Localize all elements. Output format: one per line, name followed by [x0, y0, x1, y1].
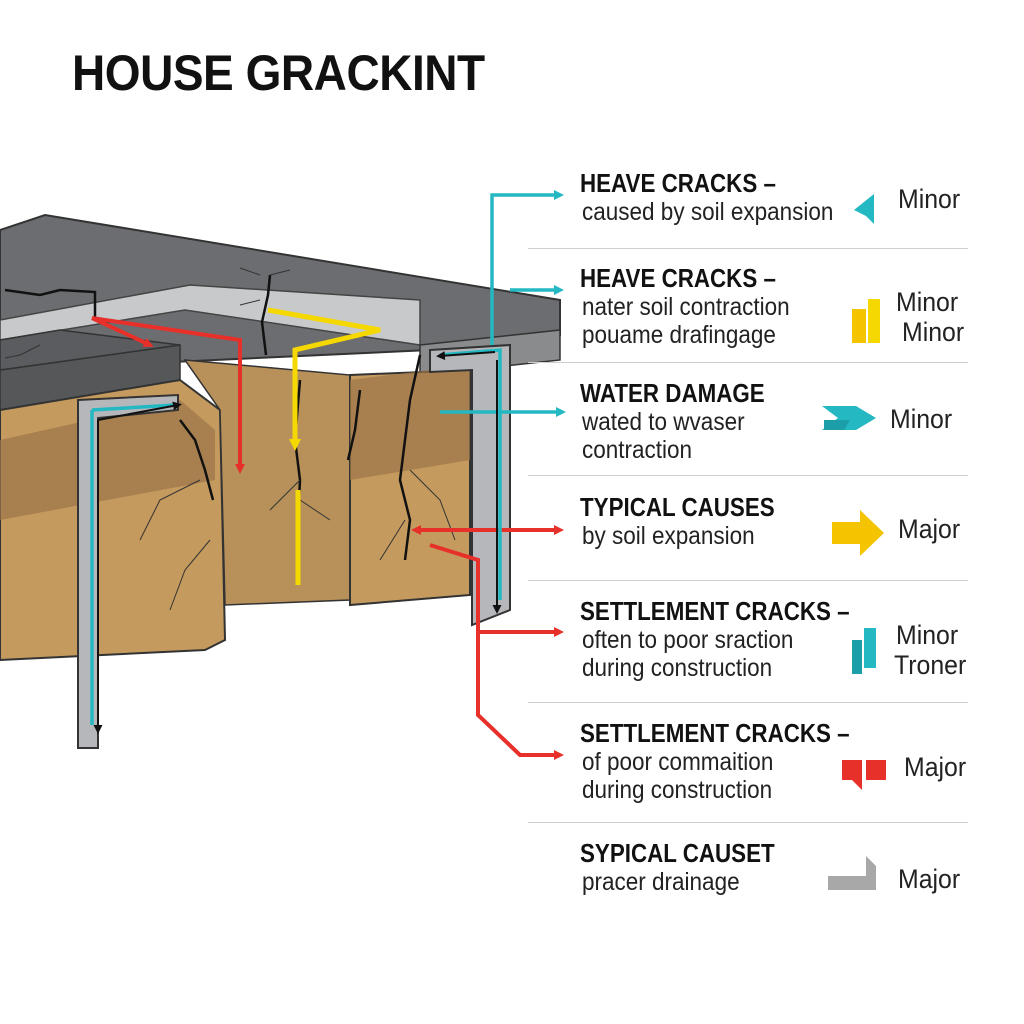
hairline-cracks — [4, 267, 456, 611]
legend-row-heave-expansion: HEAVE CRACKS – caused by soil expansion … — [528, 168, 968, 238]
severity-label: Minor — [896, 287, 959, 317]
footing-right — [429, 343, 511, 627]
legend-row-poor-drainage: SYPICAL CAUSET pracer drainage Major — [528, 838, 968, 918]
legend-row-settlement-poor-compaction: SETTLEMENT CRACKS – often to poor sracti… — [528, 596, 968, 696]
legend-row-title: SETTLEMENT CRACKS – — [580, 596, 850, 626]
legend-row-title: HEAVE CRACKS – — [580, 168, 776, 198]
legend-row-title: TYPICAL CAUSES — [580, 492, 775, 522]
legend-divider — [528, 702, 968, 703]
severity-label: Major — [898, 864, 961, 894]
legend-row-line: pouame drafingage — [582, 321, 776, 349]
legend-row-line: pracer drainage — [582, 868, 740, 896]
teal-bars-icon — [852, 628, 876, 674]
black-flow-arrows — [93, 351, 502, 734]
teal-water-arrows — [90, 190, 566, 725]
legend-divider — [528, 248, 968, 249]
severity-label: Major — [898, 514, 961, 544]
yellow-bars-icon — [852, 299, 880, 343]
legend-row-title: SYPICAL CAUSET — [580, 838, 775, 868]
legend-row-line: during construction — [582, 776, 773, 804]
legend-row-line: by soil expansion — [582, 522, 755, 550]
teal-arrow-icon — [822, 406, 876, 430]
soil-right-top — [350, 365, 470, 480]
severity-label: Minor — [890, 404, 953, 434]
legend-row-line: caused by soil expansion — [582, 198, 834, 226]
yellow-crack-arrow — [267, 307, 381, 585]
severity-label: Minor — [896, 620, 959, 650]
yellow-arrow-icon — [832, 510, 884, 556]
legend-row-line: wated to wvaser — [582, 408, 745, 436]
red-flag-icon — [842, 760, 886, 790]
legend-divider — [528, 362, 968, 363]
legend-row-water-damage: WATER DAMAGE wated to wvaser contraction… — [528, 378, 968, 468]
legend-row-settlement-construction: SETTLEMENT CRACKS – of poor commaition d… — [528, 718, 968, 818]
legend-row-line: nater soil contraction — [582, 293, 790, 321]
soil-center-block — [183, 359, 351, 606]
page-title: HOUSE GRACKINT — [72, 45, 485, 101]
legend-divider — [528, 822, 968, 823]
legend-divider — [528, 580, 968, 581]
teal-pennant-icon — [854, 194, 874, 224]
legend-row-line: often to poor sraction — [582, 626, 794, 654]
gray-step-icon — [828, 856, 876, 890]
red-crack-arrows — [91, 316, 564, 760]
severity-label: Troner — [894, 650, 967, 680]
legend-divider — [528, 475, 968, 476]
legend-row-title: HEAVE CRACKS – — [580, 263, 776, 293]
severity-label: Major — [904, 752, 967, 782]
severity-label: Minor — [898, 184, 961, 214]
legend-row-line: during construction — [582, 654, 773, 682]
legend-row-title: SETTLEMENT CRACKS – — [580, 718, 850, 748]
legend-row-line: of poor commaition — [582, 748, 774, 776]
soil-left-top — [0, 400, 215, 520]
legend-row-title: WATER DAMAGE — [580, 378, 765, 408]
legend-row-heave-contraction: HEAVE CRACKS – nater soil contraction po… — [528, 263, 968, 353]
legend-row-typical-causes: TYPICAL CAUSES by soil expansion Major — [528, 492, 968, 572]
legend-row-line: contraction — [582, 436, 693, 464]
severity-label: Minor — [902, 317, 965, 347]
